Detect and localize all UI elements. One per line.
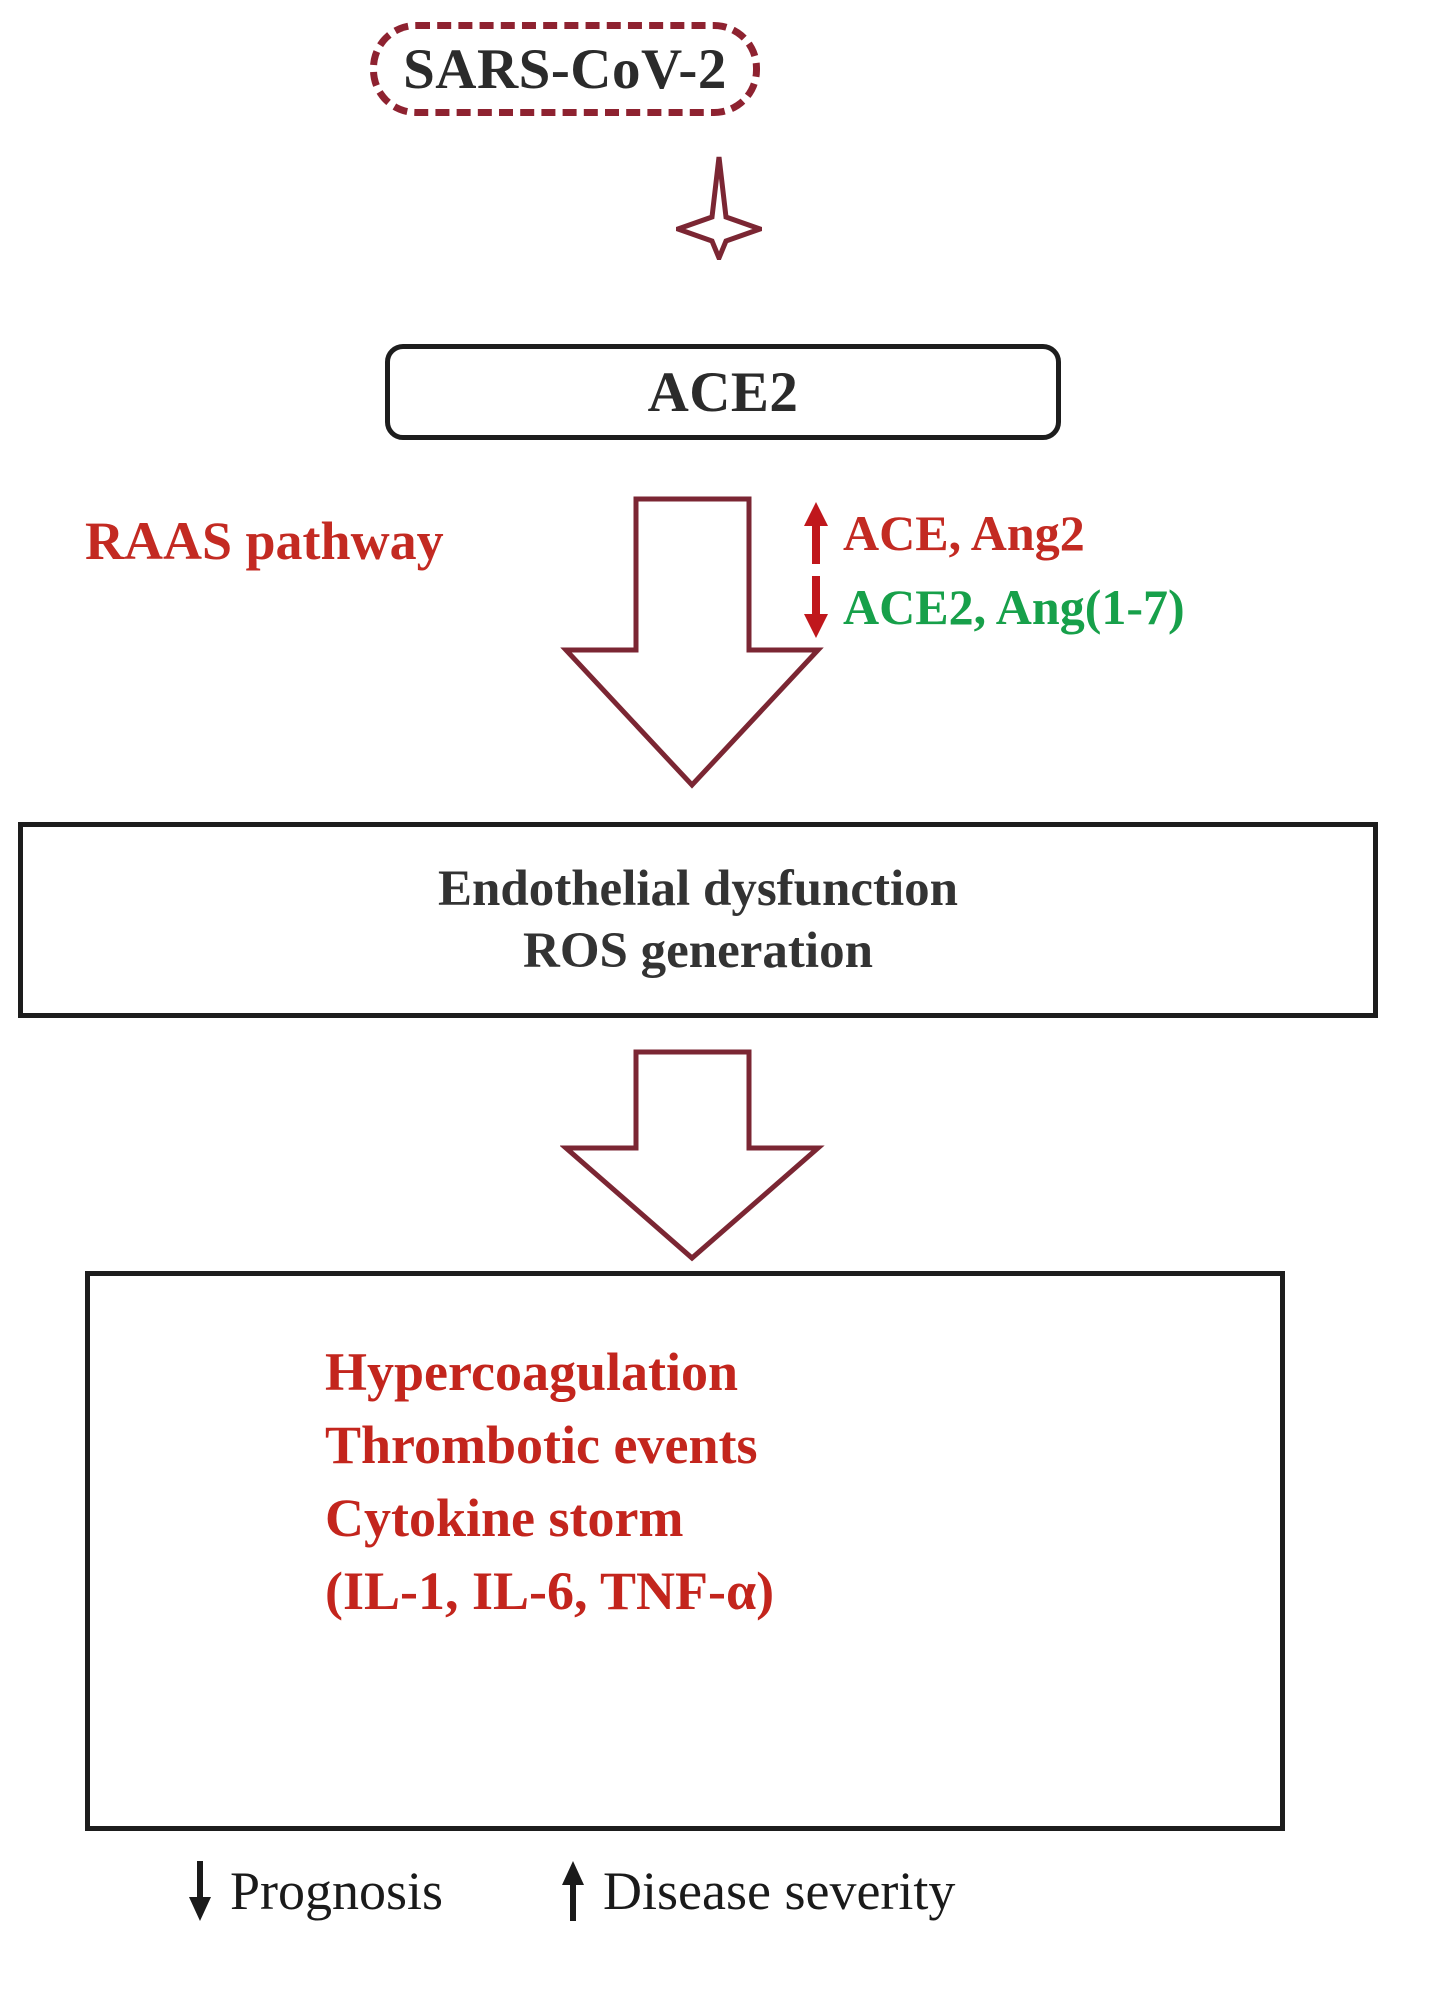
regulation-down-text: ACE2, Ang(1-7) xyxy=(843,579,1185,635)
outcome-line-3: Cytokine storm xyxy=(325,1487,684,1548)
arrow-up-icon-red xyxy=(795,502,837,564)
indicator-disease-severity: Disease severity xyxy=(553,1860,955,1922)
indicator-prognosis: Prognosis xyxy=(180,1860,443,1922)
node-ace2: ACE2 xyxy=(385,344,1061,440)
node-endothelial-dysfunction: Endothelial dysfunction ROS generation xyxy=(18,822,1378,1018)
node-outcomes: Hypercoagulation Thrombotic events Cytok… xyxy=(85,1271,1285,1831)
regulation-list: ACE, Ang2 ACE2, Ang(1-7) xyxy=(795,496,1441,644)
node-sars-cov-2: SARS-CoV-2 xyxy=(370,22,760,116)
block-arrow-down-icon-1 xyxy=(560,495,825,790)
regulation-up-text: ACE, Ang2 xyxy=(843,505,1085,561)
outcome-indicator-row: Prognosis Disease severity xyxy=(180,1860,1360,1922)
outcome-line-4: (IL-1, IL-6, TNF-α) xyxy=(325,1560,775,1621)
indicator-disease-severity-label: Disease severity xyxy=(603,1861,956,1921)
outcome-line-1: Hypercoagulation xyxy=(325,1342,739,1402)
arrow-up-icon-black xyxy=(553,1861,593,1921)
node-sars-cov-2-label: SARS-CoV-2 xyxy=(403,37,727,101)
endothelial-line-1: Endothelial dysfunction xyxy=(437,860,959,917)
raas-pathway-label: RAAS pathway xyxy=(85,511,444,571)
node-ace2-label: ACE2 xyxy=(647,360,799,424)
block-arrow-down-icon-2 xyxy=(559,1048,825,1263)
outcome-line-2: Thrombotic events xyxy=(325,1414,758,1475)
arrow-down-icon-red xyxy=(795,576,837,638)
regulation-row-up: ACE, Ang2 xyxy=(795,496,1441,570)
outcomes-text-block: Hypercoagulation Thrombotic events Cytok… xyxy=(325,1336,774,1628)
arrow-down-icon-black xyxy=(180,1861,220,1921)
endothelial-line-2: ROS generation xyxy=(523,923,873,979)
indicator-prognosis-label: Prognosis xyxy=(230,1861,444,1921)
regulation-row-down: ACE2, Ang(1-7) xyxy=(795,570,1441,644)
four-point-star-icon xyxy=(670,155,768,265)
